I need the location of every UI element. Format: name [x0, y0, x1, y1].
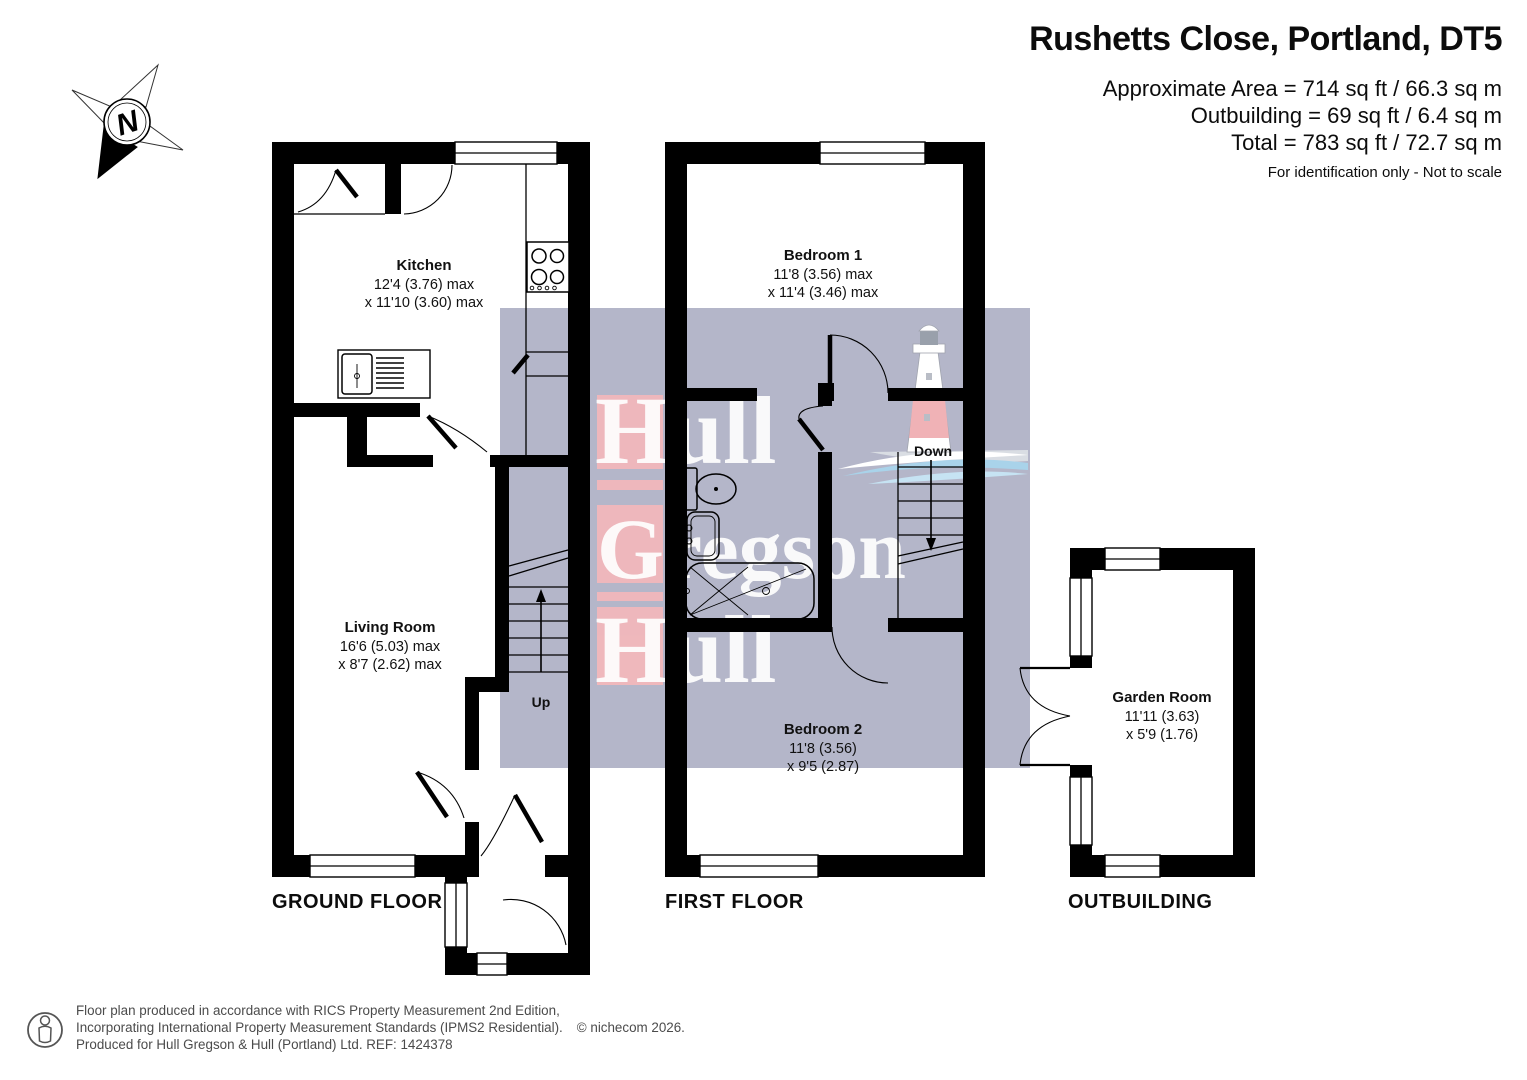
- bedroom2-name: Bedroom 2: [784, 721, 862, 738]
- kitchen-label: Kitchen 12'4 (3.76) max x 11'10 (3.60) m…: [365, 257, 484, 311]
- footer-text: Floor plan produced in accordance with R…: [76, 1003, 685, 1053]
- bedroom1-dim-1: 11'8 (3.56) max: [773, 267, 873, 283]
- kitchen-dim-2: x 11'10 (3.60) max: [365, 295, 484, 311]
- first-floor-doors: [797, 334, 889, 684]
- total-area: Total = 783 sq ft / 72.7 sq m: [1231, 130, 1502, 155]
- copyright: © nichecom 2026.: [576, 1019, 685, 1035]
- first-floor-walls: [665, 142, 985, 877]
- north-compass-icon: N: [71, 63, 184, 180]
- bedroom1-dim-2: x 11'4 (3.46) max: [768, 285, 879, 301]
- page-title: Rushetts Close, Portland, DT5: [1029, 20, 1502, 58]
- garden-room-name: Garden Room: [1112, 689, 1211, 706]
- bath-icon: [684, 562, 815, 620]
- kitchen-name: Kitchen: [396, 257, 451, 274]
- first-floor-windows: [699, 141, 926, 878]
- living-room-dim-1: 16'6 (5.03) max: [340, 639, 441, 655]
- down-label: Down: [914, 443, 952, 459]
- kitchen-dim-1: 12'4 (3.76) max: [374, 277, 475, 293]
- approximate-area: Approximate Area = 714 sq ft / 66.3 sq m: [1102, 76, 1502, 101]
- lighthouse-icon: [906, 324, 952, 453]
- outbuilding-plan: Garden Room 11'11 (3.63) x 5'9 (1.76) OU…: [1019, 547, 1255, 913]
- person-icon: [27, 1012, 63, 1048]
- first-floor-label: FIRST FLOOR: [665, 891, 804, 913]
- watermark-logo-blocks: [597, 395, 663, 685]
- ground-staircase: [508, 549, 569, 673]
- ground-floor-lines: [294, 164, 568, 455]
- bedroom1-label: Bedroom 1 11'8 (3.56) max x 11'4 (3.46) …: [768, 247, 879, 301]
- ground-floor-label: GROUND FLOOR: [272, 891, 442, 913]
- outbuilding-area: Outbuilding = 69 sq ft / 6.4 sq m: [1190, 103, 1502, 128]
- ground-floor-walls: [272, 142, 590, 975]
- footer-line-1: Floor plan produced in accordance with R…: [76, 1003, 560, 1018]
- scale-note: For identification only - Not to scale: [1267, 164, 1502, 181]
- watermark-word-2: Gregson: [597, 501, 906, 597]
- ground-floor-windows: [309, 141, 558, 976]
- outbuilding-label: OUTBUILDING: [1068, 891, 1212, 913]
- footer-line-3: Produced for Hull Gregson & Hull (Portla…: [76, 1036, 453, 1052]
- ground-floor-plan: Kitchen 12'4 (3.76) max x 11'10 (3.60) m…: [272, 141, 590, 976]
- footer-line-2: Incorporating International Property Mea…: [76, 1019, 685, 1035]
- living-room-label: Living Room 16'6 (5.03) max x 8'7 (2.62)…: [338, 619, 442, 673]
- hob-icon: [526, 241, 570, 293]
- first-floor-plan: Bedroom 1 11'8 (3.56) max x 11'4 (3.46) …: [665, 141, 985, 913]
- garden-room-dim-2: x 5'9 (1.76): [1126, 727, 1198, 743]
- kitchen-sink-icon: [337, 349, 431, 399]
- french-doors: [1019, 666, 1071, 767]
- garden-room-label: Garden Room 11'11 (3.63) x 5'9 (1.76): [1112, 689, 1211, 743]
- bedroom2-label: Bedroom 2 11'8 (3.56) x 9'5 (2.87): [784, 721, 862, 775]
- outbuilding-walls: [1070, 548, 1255, 877]
- bedroom2-dim-1: 11'8 (3.56): [789, 741, 857, 757]
- toilet-icon: [683, 467, 737, 511]
- footer: Floor plan produced in accordance with R…: [26, 1003, 685, 1057]
- outbuilding-windows: [1069, 547, 1161, 878]
- living-room-dim-2: x 8'7 (2.62) max: [338, 657, 442, 673]
- title-block: Rushetts Close, Portland, DT5 Approximat…: [1029, 20, 1502, 181]
- ground-floor-doors: [297, 164, 567, 946]
- garden-room-dim-1: 11'11 (3.63): [1125, 709, 1200, 725]
- first-staircase: [897, 452, 964, 618]
- up-label: Up: [532, 694, 551, 710]
- bedroom1-name: Bedroom 1: [784, 247, 862, 264]
- basin-icon: [685, 511, 720, 561]
- bedroom2-dim-2: x 9'5 (2.87): [787, 759, 859, 775]
- living-room-name: Living Room: [345, 619, 436, 636]
